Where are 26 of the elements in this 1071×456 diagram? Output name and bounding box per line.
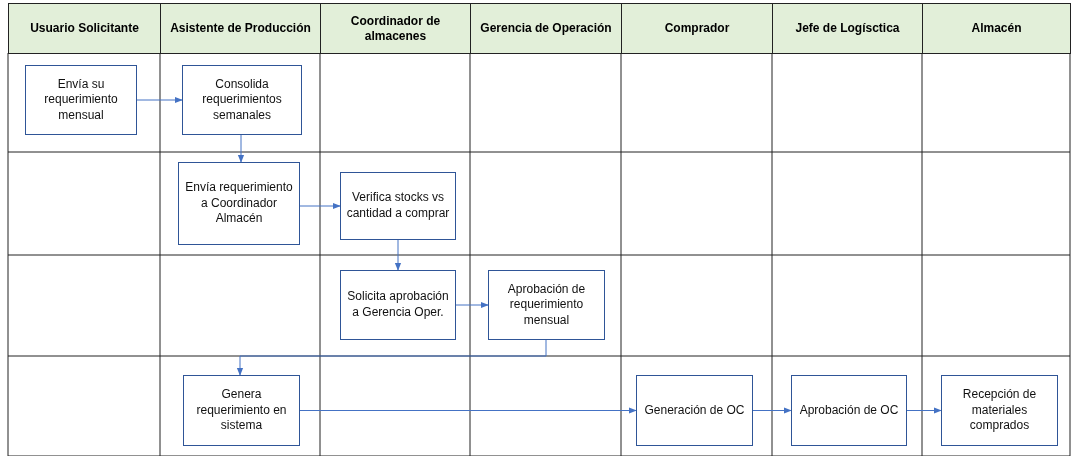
process-box: Envía su requerimiento mensual bbox=[25, 65, 137, 135]
arrow bbox=[136, 96, 183, 104]
process-box: Consolida requerimientos semanales bbox=[182, 65, 302, 135]
arrow bbox=[299, 407, 637, 414]
lane-header: Comprador bbox=[621, 3, 773, 54]
process-box: Recepción de materiales comprados bbox=[941, 375, 1058, 446]
lane-header: Almacén bbox=[922, 3, 1071, 54]
process-box: Solicita aprobación a Gerencia Oper. bbox=[340, 270, 456, 340]
process-box: Aprobación de OC bbox=[791, 375, 907, 446]
arrow bbox=[752, 407, 792, 414]
arrow bbox=[906, 407, 942, 414]
lane-header: Jefe de Logísctica bbox=[772, 3, 923, 54]
arrow bbox=[236, 339, 547, 376]
process-box: Generación de OC bbox=[636, 375, 753, 446]
process-box: Aprobación de requerimiento mensual bbox=[488, 270, 605, 340]
arrow bbox=[394, 239, 402, 271]
arrow bbox=[237, 134, 245, 163]
arrow bbox=[299, 202, 341, 210]
lane-header: Gerencia de Operación bbox=[470, 3, 622, 54]
lane-header: Usuario Solicitante bbox=[8, 3, 161, 54]
lane-header: Asistente de Producción bbox=[160, 3, 321, 54]
process-box: Envía requerimiento a Coordinador Almacén bbox=[178, 162, 300, 245]
process-box: Verifica stocks vs cantidad a comprar bbox=[340, 172, 456, 240]
lane-header: Coordinador de almacenes bbox=[320, 3, 471, 54]
arrow bbox=[455, 301, 489, 309]
process-box: Genera requerimiento en sistema bbox=[183, 375, 300, 446]
